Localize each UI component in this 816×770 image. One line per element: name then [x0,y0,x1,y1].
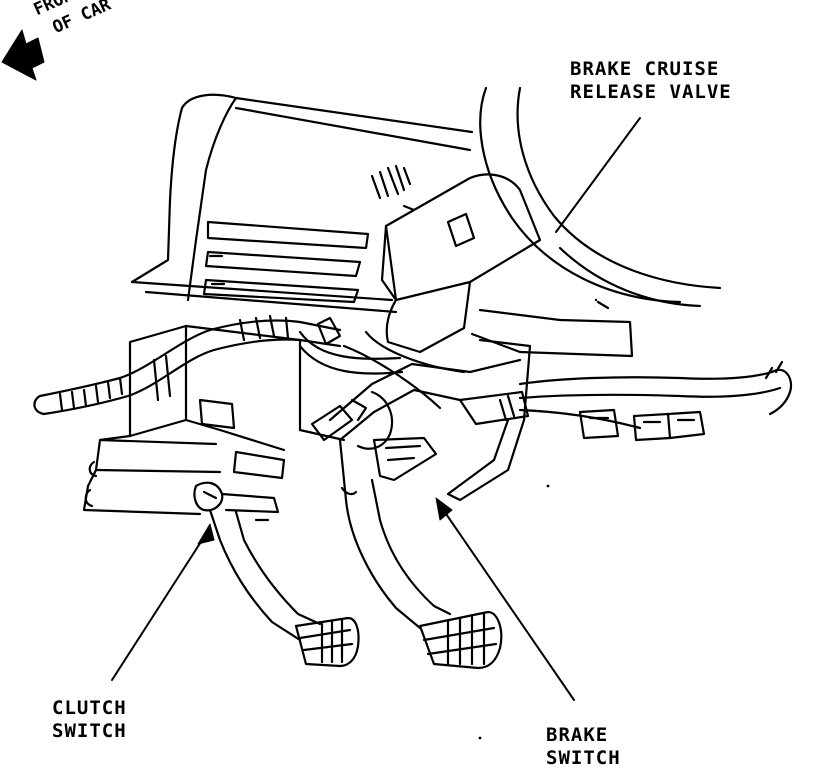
brake-pedal [328,338,532,670]
center-wiring [310,330,466,442]
clutch-pedal [193,481,360,668]
leader-lines [111,117,641,701]
brake-cruise-release-valve-line2: RELEASE VALVE [570,81,732,103]
clutch-support-bracket [82,324,346,516]
left-arrow-icon [1,29,45,81]
specks [478,298,598,740]
clutch-switch-line2: SWITCH [52,720,127,742]
steering-column [380,173,634,358]
brake-switch-line1: BRAKE [546,724,609,746]
clutch-switch-label: CLUTCH SWITCH [52,697,127,743]
brake-cruise-valve-leader [555,117,641,233]
steering-wheel [479,86,722,310]
brake-cruise-release-valve-line1: BRAKE CRUISE [570,58,720,80]
brake-switch-label: BRAKE SWITCH [546,724,621,770]
clutch-switch-arrowhead-icon [197,523,215,545]
right-wiring-harness [518,360,793,442]
brake-switch-leader [441,507,575,701]
brake-switch-line2: SWITCH [546,747,621,769]
left-wiring-harness [33,314,404,416]
clutch-switch-leader [111,533,207,681]
instrument-panel [130,93,474,314]
brake-cruise-release-valve-label: BRAKE CRUISE RELEASE VALVE [570,58,732,104]
clutch-switch-line1: CLUTCH [52,697,127,719]
brake-switch-arrowhead-icon [435,497,453,521]
leader-arrowheads [197,497,453,545]
